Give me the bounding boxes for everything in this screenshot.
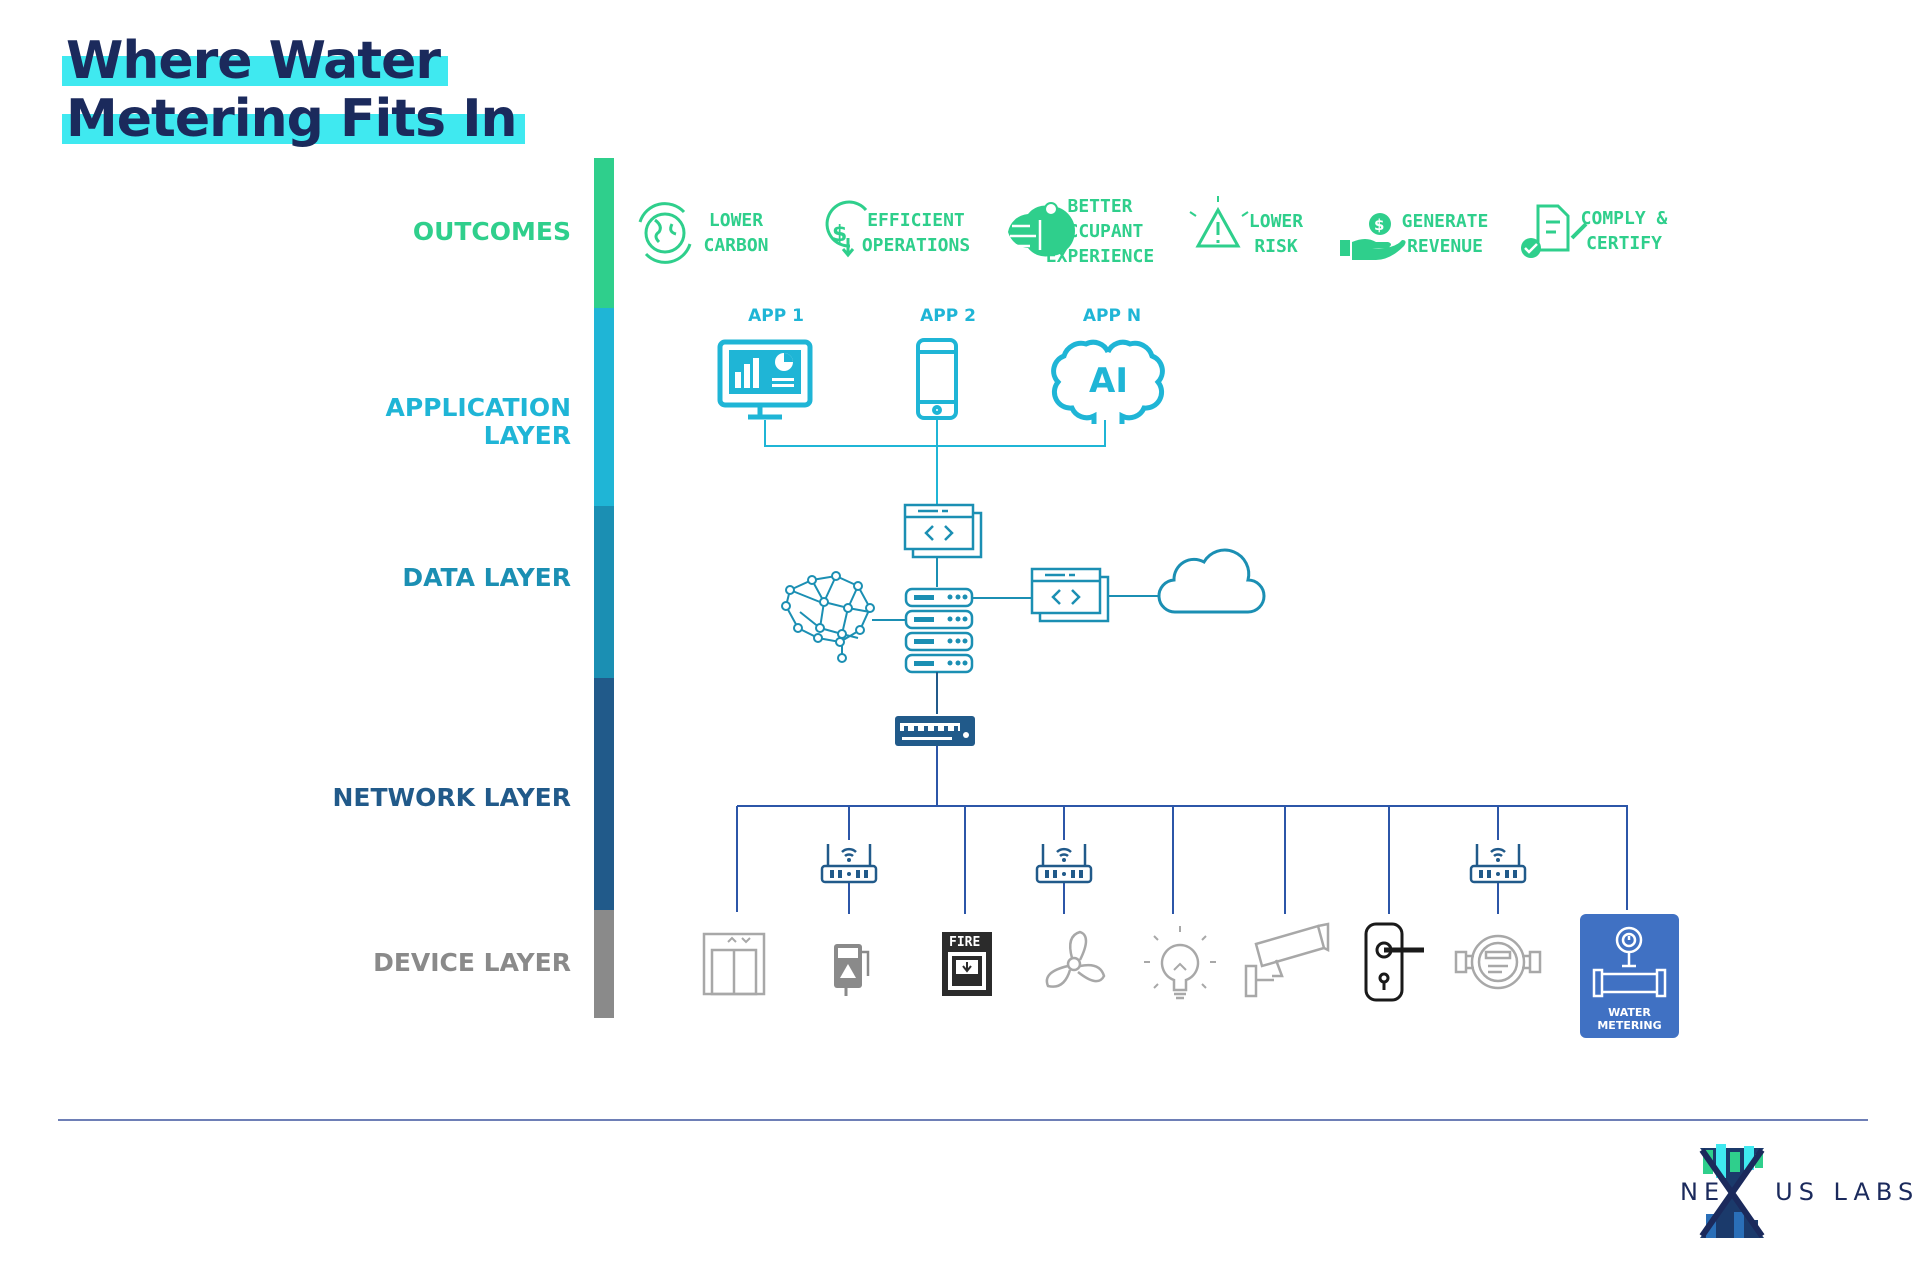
neural-network-icon <box>781 571 875 663</box>
server-stack-icon <box>904 587 974 674</box>
api-window-icon-2 <box>1030 567 1110 623</box>
dashboard-monitor-icon <box>717 339 813 420</box>
fan-icon <box>1045 930 1106 988</box>
footer-divider <box>58 1119 1868 1121</box>
svg-text:$: $ <box>1374 216 1384 234</box>
logo-text-right: US LABS <box>1775 1178 1920 1206</box>
ai-brain-icon: AI <box>1051 339 1165 424</box>
layer-bar-outcomes <box>594 158 614 308</box>
title-line-1: Where Water <box>62 31 449 91</box>
nexus-labs-logo-text: NE US LABS <box>1680 1178 1919 1206</box>
elevator-icon <box>702 932 766 996</box>
ev-charger-icon <box>834 944 870 996</box>
layer-bar-device <box>594 910 614 1018</box>
layer-label-application: APPLICATION LAYER <box>385 393 571 450</box>
layer-label-device: DEVICE LAYER <box>373 948 571 977</box>
security-camera-icon <box>1244 922 1330 998</box>
layer-label-network: NETWORK LAYER <box>332 783 571 812</box>
door-lock-icon <box>1364 922 1424 1002</box>
logo-text-left: NE <box>1680 1178 1726 1206</box>
brain-circuit-icon <box>1008 202 1075 257</box>
cloud-icon <box>1157 548 1266 614</box>
title-line-1-text: Where Water <box>62 31 449 91</box>
wifi-gateway-icon-3 <box>1469 844 1527 884</box>
outcome-label-generate-revenue: GENERATE REVENUE <box>1401 211 1489 257</box>
layer-label-data: DATA LAYER <box>402 563 571 592</box>
outcome-label-lower-risk: LOWER RISK <box>1248 211 1304 257</box>
title-line-2-text: Metering Fits In <box>62 89 525 149</box>
svg-text:AI: AI <box>1089 361 1128 401</box>
layer-bar-application <box>594 308 614 506</box>
fire-panel-text: FIRE <box>949 935 980 950</box>
layer-bar-data <box>594 506 614 678</box>
water-metering-card: WATER METERING <box>1580 914 1679 1038</box>
svg-text:$: $ <box>832 222 847 247</box>
app-label-1: APP 1 <box>748 306 804 326</box>
outcome-label-efficient-operations: EFFICIENT OPERATIONS <box>861 210 971 256</box>
layer-label-outcomes: OUTCOMES <box>412 217 571 246</box>
layer-bar-network <box>594 678 614 910</box>
api-window-icon <box>903 503 983 559</box>
outcome-label-lower-carbon: LOWER CARBON <box>703 210 769 256</box>
wifi-gateway-icon-1 <box>820 844 878 884</box>
outcome-label-comply-certify: COMPLY & CERTIFY <box>1580 208 1668 254</box>
app-label-2: APP 2 <box>920 306 976 326</box>
fire-panel-icon: FIRE <box>942 932 992 996</box>
title-line-2: Metering Fits In <box>62 89 525 149</box>
light-bulb-icon <box>1144 926 1216 1000</box>
water-meter-icon <box>1454 934 1542 990</box>
nexus-labs-logo-icon <box>1699 1144 1765 1238</box>
water-metering-label: WATER METERING <box>1597 1006 1662 1032</box>
network-switch-icon <box>895 716 975 746</box>
smartphone-icon <box>916 338 958 420</box>
wifi-gateway-icon-2 <box>1035 844 1093 884</box>
dollar-cycle-icon: $ <box>825 200 868 258</box>
app-connectors <box>764 420 1106 506</box>
certificate-icon <box>1521 204 1588 258</box>
warning-icon <box>1189 196 1249 248</box>
hand-money-icon: $ <box>1340 213 1406 260</box>
network-bus <box>736 805 1628 914</box>
water-metering-icon <box>1592 926 1667 998</box>
app-label-n: APP N <box>1082 306 1142 326</box>
globe-icon <box>638 202 692 264</box>
outcome-label-better-occupant-experience: BETTER OCCUPANT EXPERIENCE <box>1045 196 1155 267</box>
